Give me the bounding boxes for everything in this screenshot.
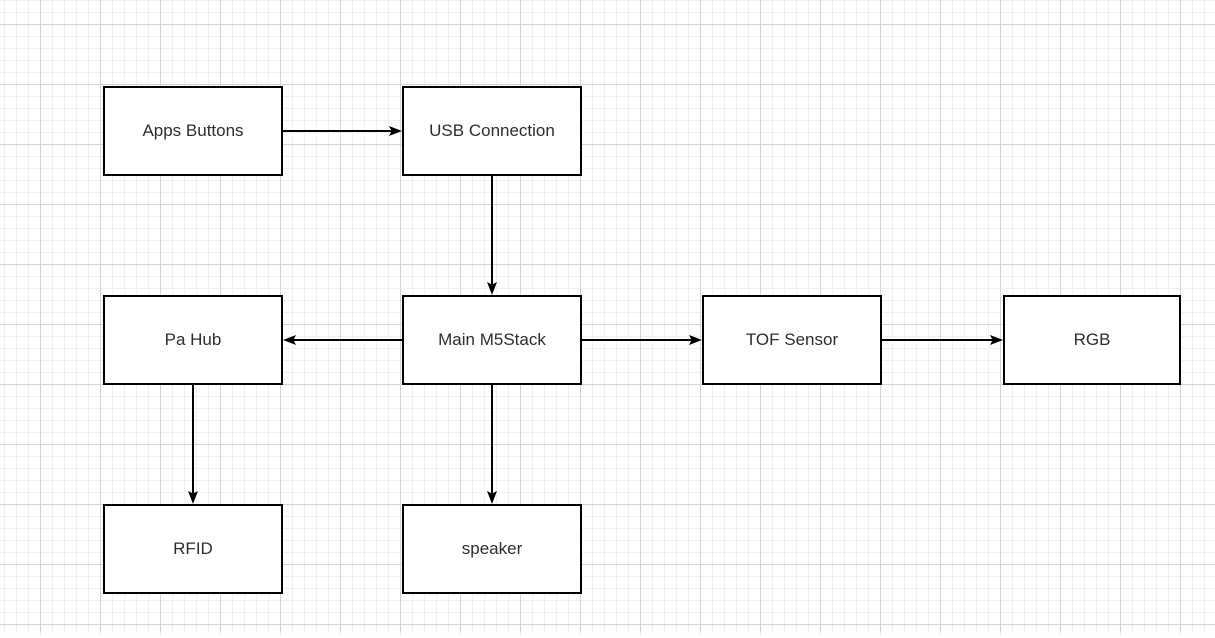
arrowhead-icon: [283, 335, 296, 345]
edge-main-m5stack-to-speaker[interactable]: [487, 385, 497, 504]
node-label-rfid: RFID: [173, 538, 213, 558]
edge-apps-buttons-to-usb-connection[interactable]: [283, 126, 402, 136]
node-label-speaker: speaker: [461, 538, 523, 558]
arrowhead-icon: [487, 282, 497, 295]
arrowhead-icon: [990, 335, 1003, 345]
node-label-tof-sensor: TOF Sensor: [745, 329, 839, 349]
node-label-rgb: RGB: [1073, 329, 1111, 349]
node-label-usb-connection: USB Connection: [429, 120, 555, 140]
arrowhead-icon: [487, 491, 497, 504]
edge-tof-sensor-to-rgb[interactable]: [882, 335, 1003, 345]
edge-pa-hub-to-rfid[interactable]: [188, 385, 198, 504]
node-label-pa-hub: Pa Hub: [164, 329, 222, 349]
node-main-m5stack[interactable]: Main M5Stack: [402, 295, 582, 385]
node-pa-hub[interactable]: Pa Hub: [103, 295, 283, 385]
node-label-apps-buttons: Apps Buttons: [142, 120, 244, 140]
node-rgb[interactable]: RGB: [1003, 295, 1181, 385]
arrowhead-icon: [188, 491, 198, 504]
edge-usb-connection-to-main-m5stack[interactable]: [487, 176, 497, 295]
edge-main-m5stack-to-tof-sensor[interactable]: [582, 335, 702, 345]
node-apps-buttons[interactable]: Apps Buttons: [103, 86, 283, 176]
node-rfid[interactable]: RFID: [103, 504, 283, 594]
node-tof-sensor[interactable]: TOF Sensor: [702, 295, 882, 385]
node-usb-connection[interactable]: USB Connection: [402, 86, 582, 176]
arrowhead-icon: [689, 335, 702, 345]
node-speaker[interactable]: speaker: [402, 504, 582, 594]
edge-main-m5stack-to-pa-hub[interactable]: [283, 335, 402, 345]
arrowhead-icon: [389, 126, 402, 136]
node-label-main-m5stack: Main M5Stack: [438, 329, 546, 349]
